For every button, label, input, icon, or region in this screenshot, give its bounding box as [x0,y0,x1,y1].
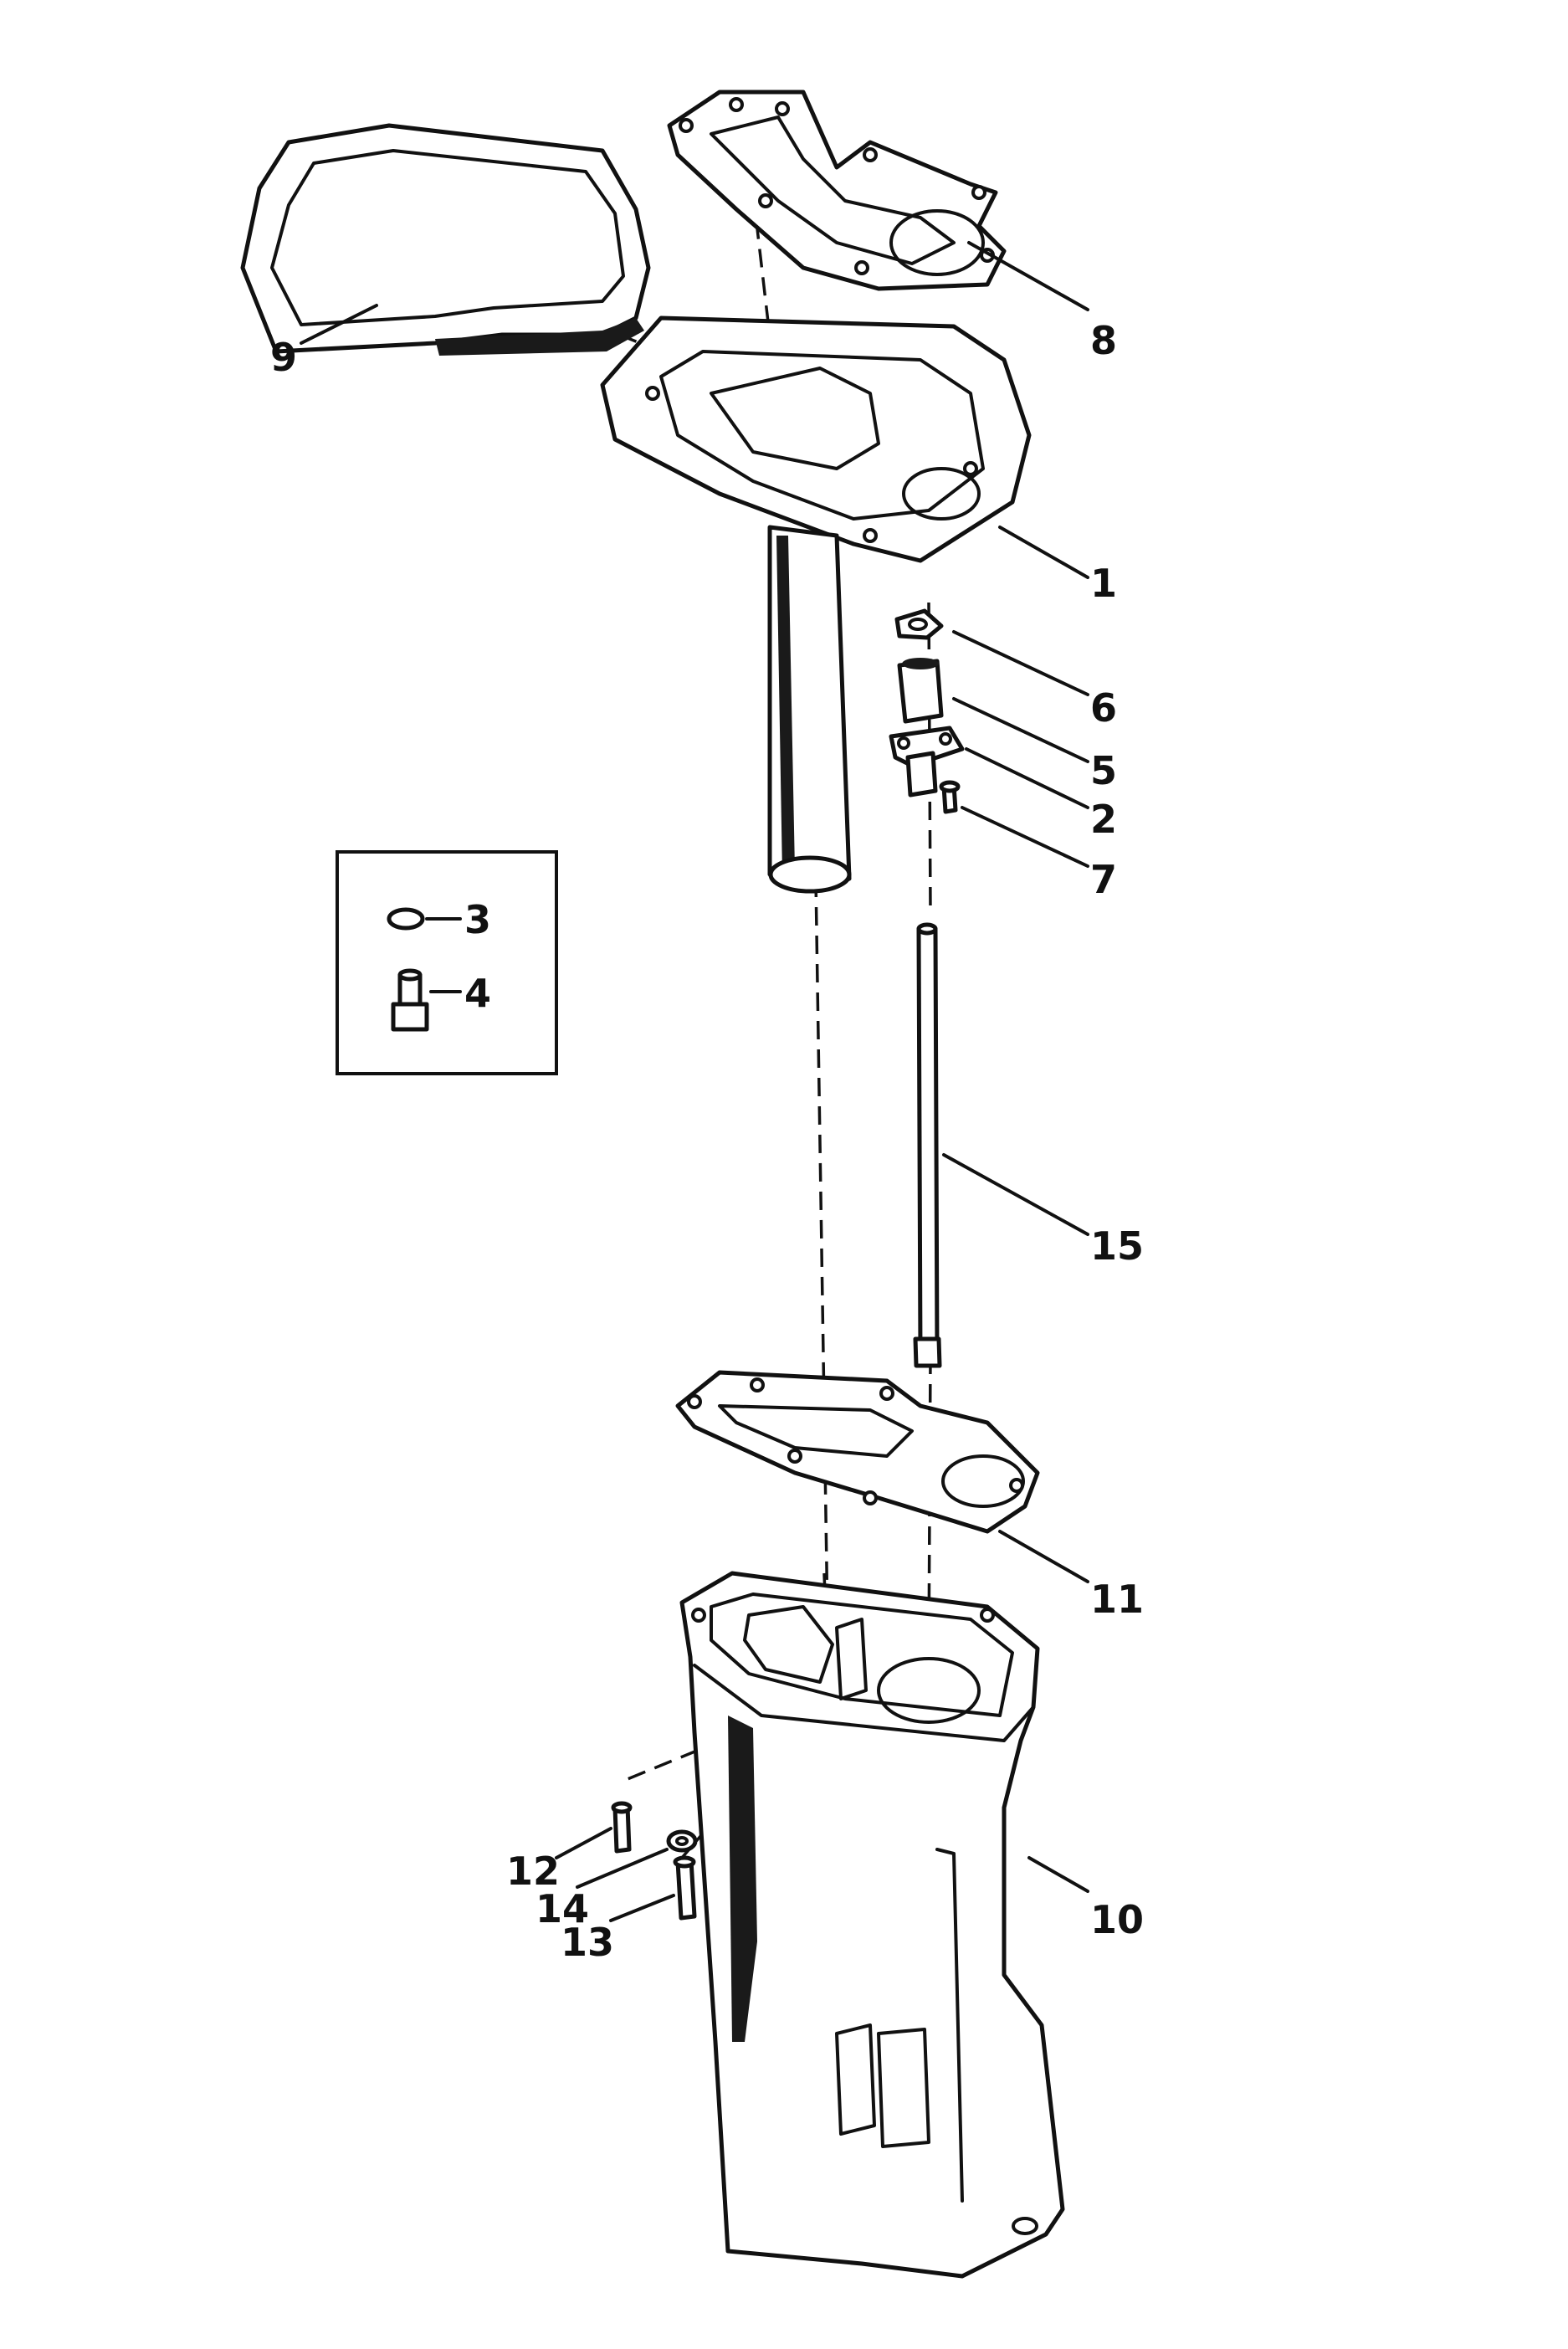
part-4-fitting [391,968,429,1032]
callout-12: 12 [506,1849,560,1894]
part-3-o-ring [387,907,425,931]
part-12-screw [611,1801,633,1854]
part-8-top-gasket [667,90,1007,291]
callout-1: 1 [1090,561,1117,606]
callout-9: 9 [270,335,297,380]
callout-15: 15 [1090,1223,1144,1269]
part-13-screw [673,1855,697,1921]
part-7-screw [939,780,961,814]
part-10-driveshaft-housing [679,1571,1065,2279]
part-9-seal-ring [240,123,651,356]
callout-14: 14 [535,1886,589,1931]
part-14-washer [666,1829,698,1853]
callout-labels: 1 2 3 4 5 6 7 8 9 10 11 12 13 14 15 [270,318,1144,1965]
leader-lines [300,241,1089,1922]
callout-7: 7 [1090,857,1117,902]
callout-6: 6 [1090,685,1117,731]
callout-8: 8 [1090,318,1117,363]
callout-5: 5 [1090,748,1117,793]
part-2-retainer-plate [889,726,965,798]
part-11-lower-gasket [675,1370,1040,1534]
callout-4: 4 [464,971,491,1016]
part-15-water-tube [913,922,942,1368]
part-6-washer [894,608,944,640]
part-5-bushing [897,658,944,724]
callout-3: 3 [464,897,491,942]
callout-2: 2 [1090,797,1117,842]
callout-10: 10 [1090,1897,1144,1942]
inset-box [336,850,558,1075]
part-1-adapter-plate [600,315,1032,894]
callout-13: 13 [561,1920,614,1965]
callout-11: 11 [1090,1577,1144,1622]
